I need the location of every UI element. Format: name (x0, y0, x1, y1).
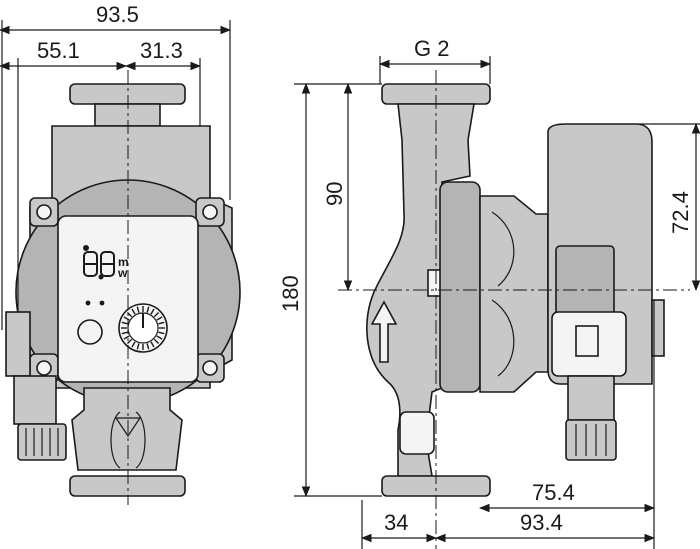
dial-tick (131, 341, 136, 348)
dim-31-3: 31.3 (140, 38, 183, 63)
side-cable-nut (565, 419, 617, 461)
dial-tick (123, 335, 130, 340)
dial-tick (123, 316, 130, 321)
side-motor-flange (439, 181, 481, 393)
dim-55-1: 55.1 (37, 38, 80, 63)
dial-tick (156, 316, 163, 321)
dial-tick (126, 338, 133, 345)
bolt-top-left (36, 204, 52, 220)
operating-button (77, 319, 103, 345)
dial-tick (150, 308, 155, 315)
dim-93-4: 93.4 (520, 510, 563, 535)
side-dimensions: G 2 180 90 72.4 75.4 34 93.4 (278, 36, 700, 549)
dim-34: 34 (384, 510, 408, 535)
dial-tick (158, 321, 165, 325)
side-outlet-port (399, 411, 435, 455)
dim-93-5: 93.5 (96, 2, 139, 27)
dial-tick (153, 311, 160, 318)
dim-90: 90 (322, 182, 347, 206)
dial-tick (146, 343, 150, 350)
dial-tick (136, 306, 140, 313)
dim-180: 180 (278, 275, 303, 312)
bolt-top-right (202, 204, 218, 220)
cable-gland-left (5, 311, 31, 377)
dial-tick (153, 338, 160, 345)
side-view (338, 70, 690, 549)
flow-direction-arrow-icon (370, 300, 398, 363)
dim-75-4: 75.4 (532, 480, 575, 505)
dial-tick (136, 343, 140, 350)
dial-tick (121, 331, 128, 335)
dial-tick (121, 321, 128, 325)
led-indicator-2 (99, 300, 105, 306)
display-icon (83, 245, 115, 280)
side-cooling-fins (651, 299, 665, 357)
dim-72-4: 72.4 (668, 191, 693, 234)
bolt-bottom-right (202, 360, 218, 376)
side-cable-gland (567, 375, 615, 421)
side-connector-latch (575, 325, 599, 357)
dial-tick (131, 308, 136, 315)
cable-gland-neck (13, 375, 57, 425)
dial-tick (146, 306, 150, 313)
side-motor-neck (479, 195, 549, 393)
dim-g2: G 2 (414, 36, 449, 61)
front-dimensions: 93.5 55.1 31.3 (0, 2, 232, 330)
led-indicator-1 (85, 300, 91, 306)
dial-tick (150, 341, 155, 348)
front-view: m w (5, 70, 241, 505)
display-unit-m: m (118, 255, 129, 269)
dial-tick (158, 331, 165, 335)
display-unit-w: w (117, 266, 128, 280)
setting-dial-icon (118, 303, 168, 353)
bolt-bottom-left (36, 360, 52, 376)
front-bottom-neck (71, 387, 183, 471)
dial-tick (156, 335, 163, 340)
